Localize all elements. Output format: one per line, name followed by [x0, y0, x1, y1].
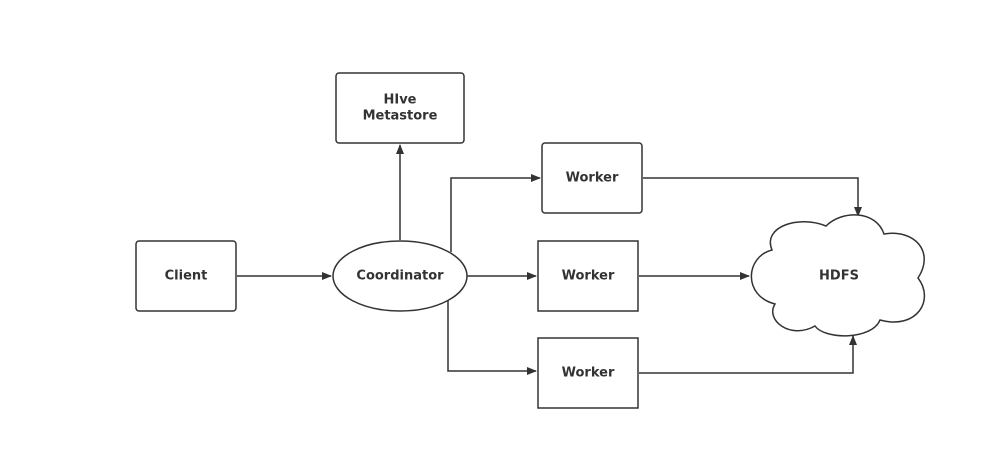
metastore-box [335, 72, 465, 144]
node-worker-bottom: Worker [537, 337, 639, 409]
worker-top-label: Worker [566, 171, 619, 186]
coordinator-ellipse [332, 240, 468, 312]
worker-middle-box [537, 240, 639, 312]
hdfs-cloud-icon [750, 214, 926, 337]
metastore-label-line2: Metastore [363, 109, 438, 124]
node-worker-top: Worker [541, 142, 643, 214]
node-client: Client [135, 240, 237, 312]
worker-middle-label: Worker [562, 269, 615, 284]
coordinator-label: Coordinator [356, 269, 444, 284]
node-hdfs: HDFS [750, 214, 926, 337]
edge-coordinator-to-worker-top [450, 174, 541, 252]
worker-top-box [541, 142, 643, 214]
worker-bottom-box [537, 337, 639, 409]
worker-bottom-label: Worker [562, 366, 615, 381]
node-coordinator: Coordinator [332, 240, 468, 312]
edge-worker-top-to-hdfs [643, 177, 862, 217]
node-metastore: HIve Metastore [335, 72, 465, 144]
client-label: Client [165, 269, 208, 284]
metastore-label-line1: HIve [383, 93, 416, 108]
edge-worker-bottom-to-hdfs [639, 335, 857, 374]
edge-coordinator-to-worker-bottom [447, 300, 537, 375]
client-box [135, 240, 237, 312]
node-worker-middle: Worker [537, 240, 639, 312]
hdfs-label: HDFS [819, 269, 859, 284]
